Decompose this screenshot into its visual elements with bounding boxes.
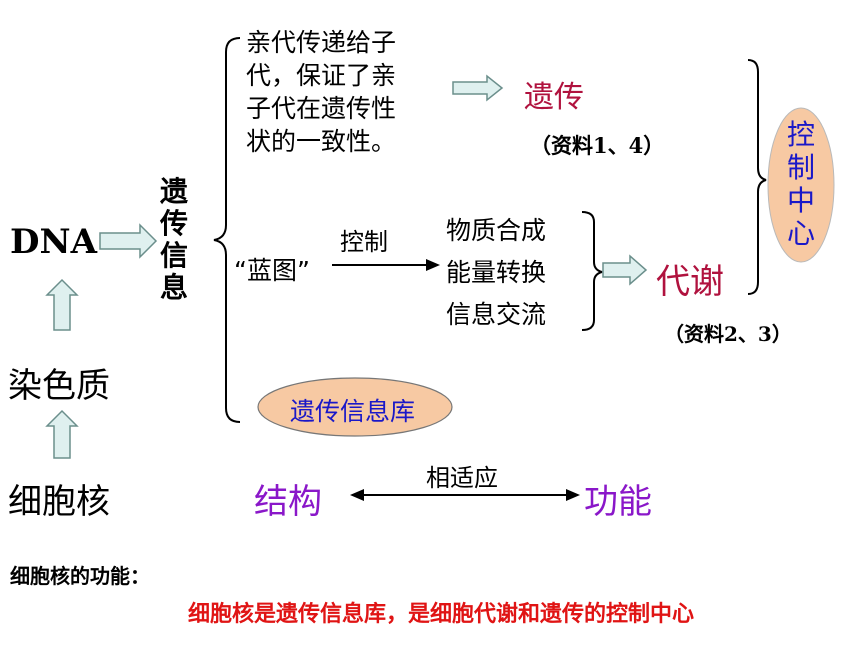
arrow-to-heredity [452, 74, 504, 102]
description-line: 亲代传递给子 [246, 28, 397, 57]
genetic-info-char: 传 [159, 207, 188, 240]
metabolism-result: 代谢 [656, 262, 724, 302]
double-arrow-left-head [350, 489, 364, 501]
control-center-oval [767, 107, 835, 263]
heredity-result: 遗传 [524, 80, 584, 115]
right-brace [747, 59, 767, 295]
arrow-chromatin-to-dna [45, 278, 79, 331]
genetic-info-char: 息 [159, 271, 188, 304]
dna-label: DNA [10, 222, 97, 262]
double-arrow-right-head [566, 489, 580, 501]
arrow-dna-to-info [99, 223, 158, 259]
summary-heading: 细胞核的功能： [10, 564, 150, 588]
library-label: 遗传信息库 [290, 397, 416, 426]
genetic-info-char: 信 [159, 239, 188, 272]
metabolism-item: 信息交流 [446, 300, 547, 329]
arrow-nucleus-to-chromatin [45, 409, 79, 459]
heredity-source: （资料1、4） [530, 133, 665, 158]
arrow-to-metabolism [602, 254, 648, 286]
control-char: 控 [786, 118, 815, 151]
control-arrowhead [426, 259, 440, 271]
library-oval [257, 377, 453, 437]
genetic-info-char: 遗 [159, 175, 188, 208]
control-center-text: 控 制 中 心 [785, 118, 817, 250]
blueprint-label: “蓝图” [234, 256, 310, 285]
small-brace [581, 211, 603, 331]
structure-label: 结构 [254, 482, 322, 522]
left-brace [213, 37, 241, 423]
description-line: 子代在遗传性 [246, 94, 397, 123]
description-line: 状的一致性。 [246, 127, 397, 156]
function-label: 功能 [584, 482, 652, 522]
metabolism-item: 能量转换 [446, 258, 547, 287]
nucleus-label: 细胞核 [8, 482, 110, 522]
control-label: 控制 [340, 228, 388, 256]
summary-conclusion: 细胞核是遗传信息库，是细胞代谢和遗传的控制中心 [188, 602, 695, 627]
adapt-label: 相适应 [426, 464, 498, 492]
description-line: 代，保证了亲 [246, 61, 397, 90]
genetic-info-vertical: 遗 传 信 息 [156, 176, 192, 304]
metabolism-item: 物质合成 [446, 216, 547, 245]
chromatin-label: 染色质 [8, 366, 110, 406]
control-char: 制 [786, 151, 815, 184]
control-char: 心 [786, 217, 815, 250]
control-char: 中 [786, 184, 815, 217]
heredity-description: 亲代传递给子 代，保证了亲 子代在遗传性 状的一致性。 [246, 26, 396, 158]
metabolism-items: 物质合成 能量转换 信息交流 [446, 210, 546, 336]
metabolism-source: （资料2、3） [664, 322, 792, 346]
